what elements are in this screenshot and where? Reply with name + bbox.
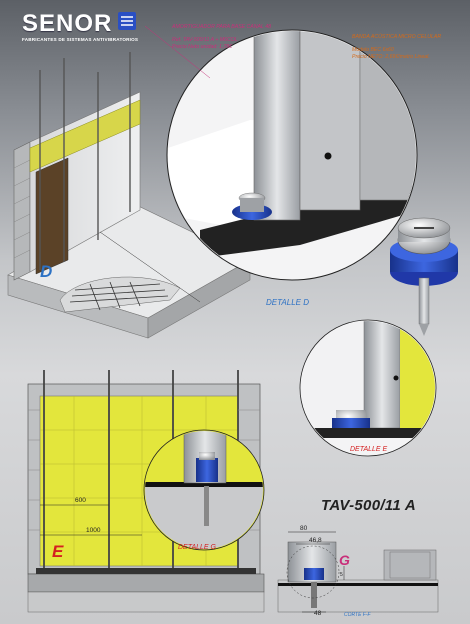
dimension-80: 80 xyxy=(300,525,308,532)
model-title: TAV-500/11 A xyxy=(321,497,417,514)
detail-d-view xyxy=(144,25,418,281)
label-g: G xyxy=(339,552,350,568)
brand-logo: SENOR xyxy=(22,10,113,37)
brand-mark-icon xyxy=(118,12,136,30)
band-price: Precio NETO: 2,69€/metro Lineal. xyxy=(352,54,430,60)
label-detalle-e: DETALLE E xyxy=(350,446,388,453)
label-e: E xyxy=(52,542,64,561)
dimension-46-8: 46,8 xyxy=(309,537,322,544)
dimension-600: 600 xyxy=(75,497,86,504)
damper-title: AMORTIGUADOR PARA BASE CANAL 48 xyxy=(172,24,271,30)
dimension-48: 48 xyxy=(314,610,322,617)
detail-e-view xyxy=(299,319,437,457)
brand-tagline: FABRICANTES DE SISTEMAS ANTIVIBRATORIOS xyxy=(22,37,139,42)
band-model: Modelo BEC 6x60 xyxy=(352,47,394,53)
section-f-f xyxy=(277,531,439,613)
label-detalle-g: DETALLE G xyxy=(178,544,216,551)
damper-price: Precio Neto unidad: 1,78€ xyxy=(172,44,232,50)
dimension-5: 5 xyxy=(340,572,343,578)
isometric-wall-assembly xyxy=(7,52,251,339)
label-d: D xyxy=(40,262,53,281)
label-corte-f-f: CORTE F-F xyxy=(344,612,371,618)
band-title: BANDA ACÚSTICA MICRO CELULAR xyxy=(352,34,442,40)
damper-model xyxy=(390,217,458,336)
dimension-1000: 1000 xyxy=(86,527,101,534)
label-detalle-d: DETALLE D xyxy=(266,298,309,307)
damper-ref: Ref. TAV-500/11 A + M6COL xyxy=(172,37,238,43)
